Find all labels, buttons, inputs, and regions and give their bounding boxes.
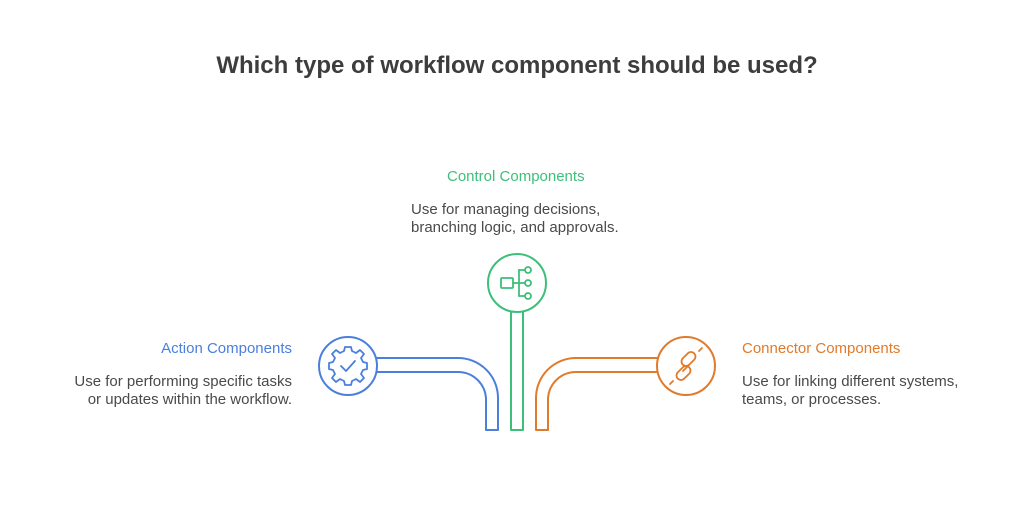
action-description: Use for performing specific tasks or upd… [74, 373, 292, 409]
action-connector-pipe [376, 357, 499, 431]
control-description-line: branching logic, and approvals. [411, 219, 619, 236]
control-connector-pipe [510, 311, 524, 431]
action-description-line: or updates within the workflow. [87, 391, 292, 408]
control-heading: Control Components [447, 168, 585, 185]
connector-description-line: Use for linking different systems, [742, 373, 959, 390]
control-description: Use for managing decisions, branching lo… [411, 201, 619, 237]
action-heading: Action Components [161, 340, 292, 357]
connector-description: Use for linking different systems, teams… [742, 373, 958, 409]
control-description-line: Use for managing decisions, [411, 201, 601, 218]
connector-heading: Connector Components [742, 340, 901, 357]
connector-description-line: teams, or processes. [742, 391, 882, 408]
page-title: Which type of workflow component should … [216, 52, 818, 79]
gear-check-icon [318, 336, 378, 396]
chain-link-icon [656, 336, 716, 396]
branching-flow-icon [487, 253, 547, 313]
action-description-line: Use for performing specific tasks [74, 373, 292, 390]
connector-connector-pipe [535, 357, 658, 431]
